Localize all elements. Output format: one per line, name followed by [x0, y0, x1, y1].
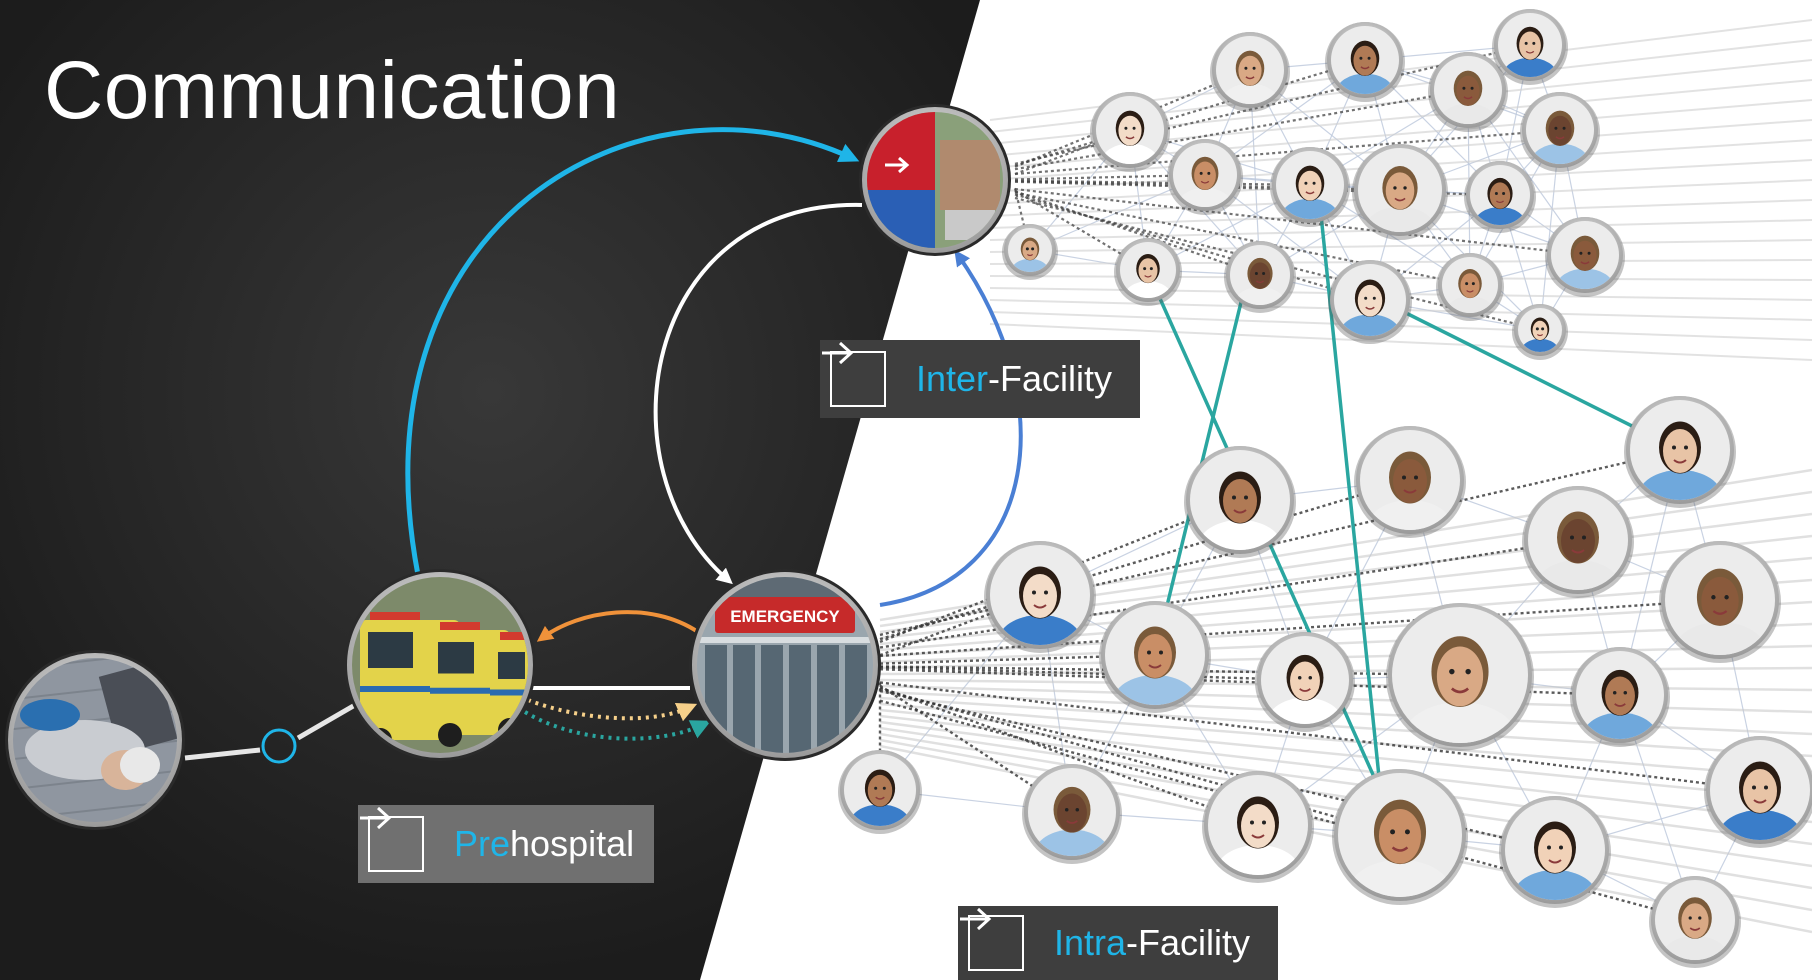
emergency-room-sign-photo — [859, 104, 1011, 256]
intra-facility-label-text: Intra-Facility — [1054, 922, 1250, 964]
emergency-entrance-photo: EMERGENCY — [689, 569, 881, 761]
staff-portrait-icon — [1499, 796, 1611, 908]
staff-portrait-icon — [1022, 764, 1122, 864]
emergency-sign-text: EMERGENCY — [730, 607, 840, 626]
ambulances-photo — [344, 569, 536, 761]
staff-portrait-icon — [1570, 647, 1670, 747]
staff-portrait-icon — [1492, 9, 1568, 85]
staff-portrait-icon — [1332, 769, 1468, 905]
inter-facility-accent: Inter — [916, 358, 989, 399]
staff-portrait-icon — [1522, 486, 1634, 598]
prehospital-label-text: Prehospital — [454, 823, 634, 865]
staff-portrait-icon — [1428, 52, 1508, 132]
staff-portrait-icon — [1386, 603, 1534, 751]
staff-portrait-icon — [1649, 876, 1741, 968]
arrow-right-icon — [360, 806, 424, 872]
staff-portrait-icon — [1184, 446, 1296, 558]
inter-facility-label: Inter-Facility — [820, 340, 1140, 418]
ambulance-to-emergency-teal — [523, 710, 712, 741]
prehospital-label: Prehospital — [358, 805, 654, 883]
prehospital-to-er-arrow — [405, 127, 860, 576]
staff-portrait-icon — [1624, 396, 1736, 508]
staff-portrait-icon — [1114, 238, 1182, 306]
emergency-sign — [715, 597, 855, 633]
staff-portrait-icon — [838, 750, 922, 834]
staff-portrait-icon — [1167, 139, 1243, 215]
staff-portraits — [838, 9, 1812, 968]
emergency-to-er-arrow — [879, 249, 1023, 607]
staff-portrait-icon — [1354, 426, 1466, 538]
prehospital-accent: Pre — [454, 823, 511, 864]
intra-facility-accent: Intra — [1054, 922, 1127, 963]
patient-link — [184, 747, 261, 761]
staff-portrait-icon — [1436, 253, 1504, 321]
intra-facility-rest: -Facility — [1126, 922, 1251, 963]
staff-portrait-icon — [1099, 601, 1211, 713]
patient-link — [296, 702, 357, 741]
teal-connectors — [1143, 204, 1681, 836]
intra-facility-label: Intra-Facility — [958, 906, 1278, 980]
arrow-right-icon — [960, 907, 1024, 971]
slide-title: Communication — [44, 45, 621, 136]
staff-portrait-icon — [1090, 92, 1170, 172]
staff-portrait-icon — [1464, 161, 1536, 233]
staff-portrait-icon — [984, 541, 1096, 653]
communication-arcs — [405, 127, 1023, 741]
patient-on-ground-photo — [5, 650, 185, 830]
staff-portrait-icon — [1545, 217, 1625, 297]
staff-portrait-icon — [1704, 736, 1812, 848]
staff-portrait-icon — [1224, 241, 1296, 313]
inter-facility-label-text: Inter-Facility — [916, 358, 1112, 400]
staff-portrait-icon — [1210, 32, 1290, 112]
staff-portrait-icon — [1659, 541, 1781, 663]
staff-portrait-icon — [1512, 304, 1568, 360]
staff-portrait-icon — [1328, 260, 1412, 344]
inter-facility-rest: -Facility — [988, 358, 1113, 399]
arrow-right-icon — [822, 341, 886, 407]
staff-portrait-icon — [1270, 147, 1350, 227]
staff-portrait-icon — [1255, 632, 1355, 732]
staff-portrait-icon — [1002, 224, 1058, 280]
er-to-emergency-arrow — [653, 202, 863, 585]
staff-portrait-icon — [1325, 22, 1405, 102]
relay-node — [261, 728, 297, 764]
emergency-to-ambulance-arrow — [536, 610, 700, 642]
staff-portrait-icon — [1352, 144, 1448, 240]
staff-portrait-icon — [1202, 771, 1314, 883]
prehospital-rest: hospital — [510, 823, 635, 864]
staff-portrait-icon — [1520, 92, 1600, 172]
